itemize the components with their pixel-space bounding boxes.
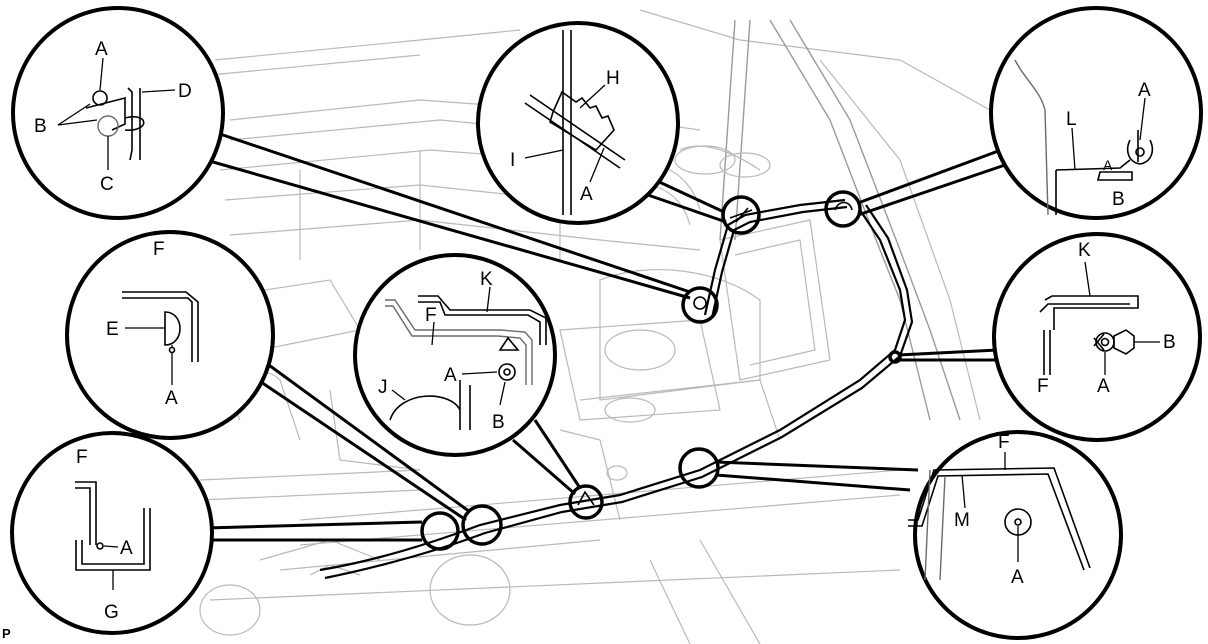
label-m: M (954, 510, 970, 531)
label-j: J (378, 377, 388, 398)
label-a: A (120, 538, 133, 559)
label-c: C (100, 174, 114, 195)
label-l: L (1066, 109, 1077, 130)
label-i: I (510, 150, 515, 171)
label-e: E (106, 319, 119, 340)
marker-center (568, 484, 604, 520)
label-f: F (76, 447, 88, 468)
marker-bottom-left (420, 511, 460, 551)
label-k: K (480, 269, 493, 290)
label-a: A (444, 365, 457, 386)
label-f: F (153, 239, 165, 260)
label-k: K (1078, 240, 1091, 261)
label-b: B (492, 412, 505, 433)
label-b: B (34, 116, 47, 137)
label-g: G (104, 602, 119, 623)
label-a: A (580, 184, 593, 205)
marker-top-left-clip (693, 296, 707, 310)
callout-bottom-right: F M A (908, 430, 1123, 640)
diagram-code: P (2, 626, 11, 641)
marker-top-middle (721, 195, 761, 235)
callout-top-right: A L A B (989, 6, 1203, 220)
label-a: A (1097, 376, 1110, 397)
location-markers (420, 190, 902, 551)
callout-top-middle: H I A (476, 21, 680, 225)
marker-mid-right (888, 350, 902, 364)
marker-bottom-right (678, 447, 720, 489)
label-a: A (1011, 567, 1024, 588)
label-f: F (425, 305, 437, 326)
callout-top-left: A B C D (11, 6, 225, 220)
label-a: A (165, 388, 178, 409)
leader-lines (203, 130, 1006, 542)
label-a: A (1138, 80, 1151, 101)
label-h: H (606, 68, 620, 89)
label-f: F (998, 432, 1010, 453)
marker-top-left (681, 286, 719, 324)
callout-bottom-left: F A G (10, 431, 214, 635)
callout-center: K F A J B (353, 253, 557, 457)
label-a-small: A (1103, 157, 1113, 173)
marker-top-right (824, 190, 862, 228)
label-a: A (95, 39, 108, 60)
marker-mid-left (461, 504, 503, 546)
label-d: D (178, 81, 192, 102)
callout-mid-left: F E A (65, 230, 275, 440)
label-b: B (1163, 332, 1176, 353)
label-f: F (1037, 376, 1049, 397)
label-b: B (1112, 189, 1125, 210)
callout-mid-right: K B F A (992, 232, 1202, 442)
